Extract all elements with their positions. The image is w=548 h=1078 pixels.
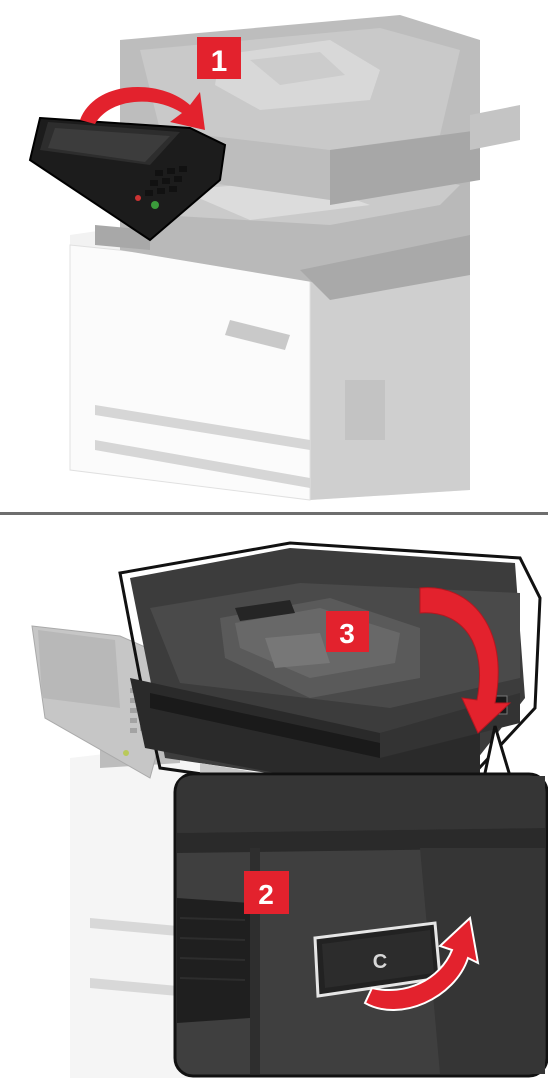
step-1-number: 1	[211, 45, 228, 78]
step-2-number: 2	[258, 879, 274, 910]
printer-illustration-top: 1	[0, 0, 548, 510]
section-divider	[0, 512, 548, 515]
step-3-number: 3	[339, 618, 355, 649]
printer-illustration-bottom: 3 C	[0, 518, 548, 1078]
step-3-badge: 3	[326, 611, 369, 652]
step-1-illustration: 1	[0, 0, 548, 510]
latch-closeup-callout: C 2	[175, 774, 547, 1076]
latch-label: C	[373, 951, 387, 973]
step-1-badge: 1	[197, 37, 241, 79]
step-2-3-illustration: 3 C	[0, 518, 548, 1078]
